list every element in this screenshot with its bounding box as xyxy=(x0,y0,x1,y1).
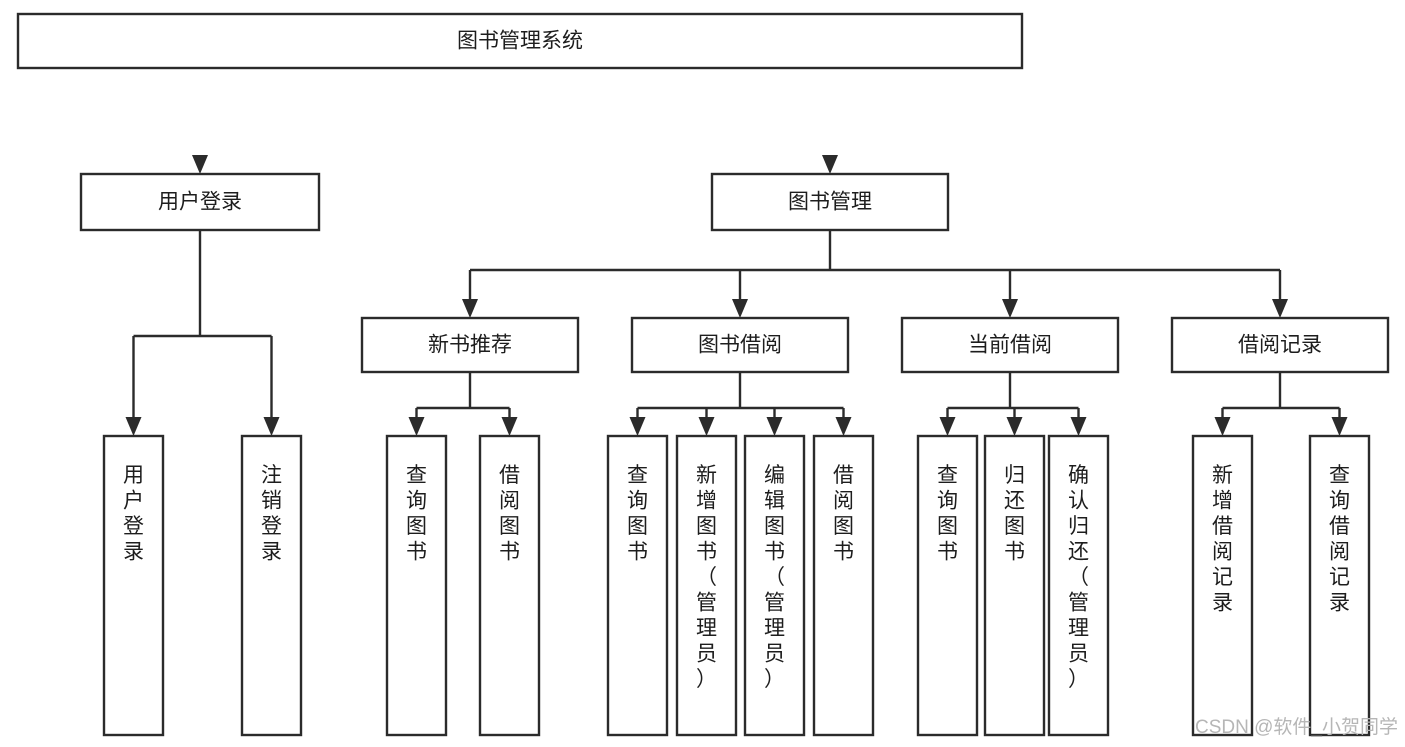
node-label: 查询借阅记录 xyxy=(1329,464,1350,615)
node-box xyxy=(710,172,950,232)
connector-arrow-icon xyxy=(125,417,142,436)
connector-arrow-icon xyxy=(501,417,518,436)
connector-arrow-icon xyxy=(1272,299,1288,318)
node-label: 注销登录 xyxy=(261,464,282,564)
connector-arrow-icon xyxy=(408,417,425,436)
node-box xyxy=(478,434,541,737)
connector-arrow-icon xyxy=(822,155,838,174)
node-new-book-recommend[interactable]: 新书推荐 xyxy=(360,316,580,374)
node-box xyxy=(1170,316,1390,374)
node-box xyxy=(1047,434,1110,737)
node-book-management[interactable]: 图书管理 xyxy=(710,172,950,232)
connector-arrow-icon xyxy=(939,417,956,436)
node-box xyxy=(1191,434,1254,737)
node-box xyxy=(916,434,979,737)
node-borrow-record[interactable]: 借阅记录 xyxy=(1170,316,1390,374)
connector-arrow-icon xyxy=(1002,299,1018,318)
node-leaf-query-borrow-record[interactable]: 查询借阅记录 xyxy=(1308,434,1371,737)
connector-arrow-icon xyxy=(1006,417,1023,436)
node-box xyxy=(606,434,669,737)
node-label: 借阅图书 xyxy=(499,464,520,564)
node-leaf-return-book[interactable]: 归还图书 xyxy=(983,434,1046,737)
node-user-login[interactable]: 用户登录 xyxy=(79,172,321,232)
node-box xyxy=(79,172,321,232)
connector-arrow-icon xyxy=(835,417,852,436)
node-box xyxy=(675,434,738,737)
node-box xyxy=(743,434,806,737)
connector-arrow-icon xyxy=(629,417,646,436)
connector-arrow-icon xyxy=(766,417,783,436)
connector-arrow-icon xyxy=(1331,417,1348,436)
node-root[interactable]: 图书管理系统 xyxy=(16,12,1024,70)
connector-arrow-icon xyxy=(1070,417,1087,436)
node-leaf-add-borrow-record[interactable]: 新增借阅记录 xyxy=(1191,434,1254,737)
csdn-watermark: CSDN @软件_小贺同学 xyxy=(1195,716,1398,738)
node-leaf-edit-book-admin[interactable]: 编辑图书（管理员） xyxy=(743,434,806,737)
node-leaf-borrow-book[interactable]: 借阅图书 xyxy=(812,434,875,737)
node-box xyxy=(16,12,1024,70)
node-label: 图书管理 xyxy=(788,191,872,214)
node-label: 新增图书（管理员） xyxy=(696,464,717,691)
node-label: 编辑图书（管理员） xyxy=(764,464,785,691)
node-label: 查询图书 xyxy=(627,464,648,564)
node-label: 图书借阅 xyxy=(698,334,782,357)
node-label: 新书推荐 xyxy=(428,334,512,357)
node-box xyxy=(385,434,448,737)
node-leaf-query-book-recommend[interactable]: 查询图书 xyxy=(385,434,448,737)
connector-arrow-icon xyxy=(192,155,208,174)
node-label: 归还图书 xyxy=(1004,464,1025,564)
node-box xyxy=(360,316,580,374)
node-book-borrow[interactable]: 图书借阅 xyxy=(630,316,850,374)
node-label: 新增借阅记录 xyxy=(1212,464,1233,615)
connector-arrow-icon xyxy=(263,417,280,436)
node-label: 借阅图书 xyxy=(833,464,854,564)
connector-layer xyxy=(126,68,1348,436)
connector-arrow-icon xyxy=(732,299,748,318)
node-layer: 图书管理系统用户登录图书管理新书推荐图书借阅当前借阅借阅记录用户登录注销登录查询… xyxy=(16,12,1390,737)
node-box xyxy=(240,434,303,737)
connector-arrow-icon xyxy=(1214,417,1231,436)
connector-arrow-icon xyxy=(698,417,715,436)
node-leaf-user-login[interactable]: 用户登录 xyxy=(102,434,165,737)
node-label: 当前借阅 xyxy=(968,334,1052,357)
node-box xyxy=(812,434,875,737)
node-leaf-logout-login[interactable]: 注销登录 xyxy=(240,434,303,737)
node-label: 用户登录 xyxy=(158,191,242,214)
node-box xyxy=(983,434,1046,737)
node-leaf-query-book-borrow[interactable]: 查询图书 xyxy=(606,434,669,737)
node-label: 图书管理系统 xyxy=(457,30,583,53)
node-label: 确认归还（管理员） xyxy=(1068,464,1089,691)
node-box xyxy=(1308,434,1371,737)
node-label: 用户登录 xyxy=(123,464,144,564)
node-label: 查询图书 xyxy=(406,464,427,564)
node-leaf-confirm-return-admin[interactable]: 确认归还（管理员） xyxy=(1047,434,1110,737)
node-leaf-query-book-current[interactable]: 查询图书 xyxy=(916,434,979,737)
node-label: 查询图书 xyxy=(937,464,958,564)
node-box xyxy=(900,316,1120,374)
node-box xyxy=(102,434,165,737)
connector-arrow-icon xyxy=(462,299,478,318)
node-leaf-add-book-admin[interactable]: 新增图书（管理员） xyxy=(675,434,738,737)
node-current-borrow[interactable]: 当前借阅 xyxy=(900,316,1120,374)
node-label: 借阅记录 xyxy=(1238,334,1322,357)
node-leaf-borrow-book-recommend[interactable]: 借阅图书 xyxy=(478,434,541,737)
node-box xyxy=(630,316,850,374)
